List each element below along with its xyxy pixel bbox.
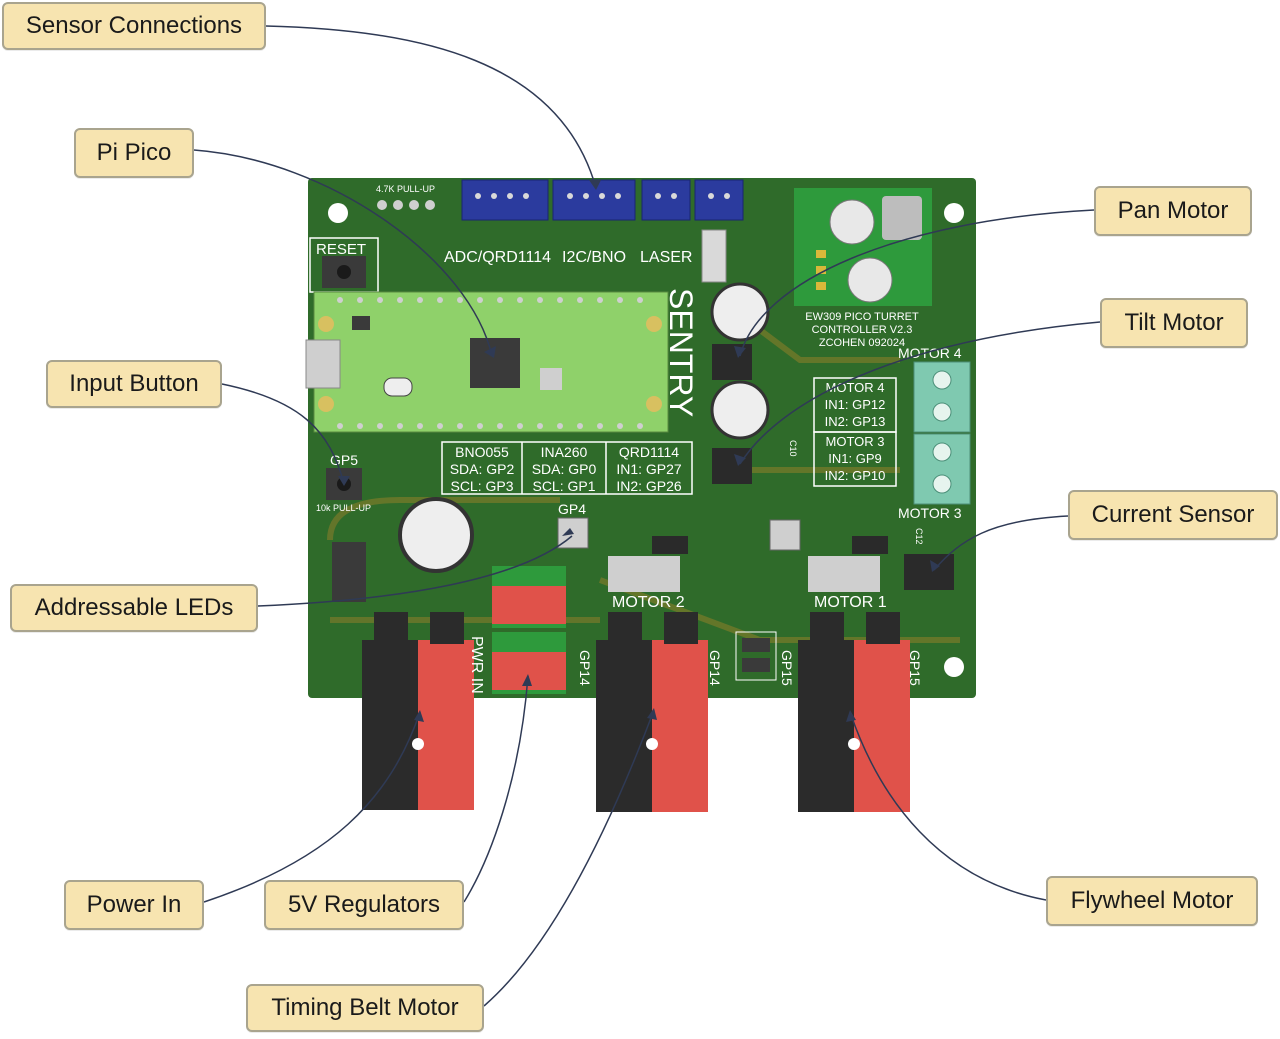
mount-hole [944, 203, 964, 223]
motor4-pins-3: IN2: GP13 [825, 414, 886, 429]
board-title-3: ZCOHEN 092024 [819, 337, 905, 349]
board-title-1: EW309 PICO TURRET [805, 311, 919, 323]
gp15-label-a: GP15 [779, 650, 795, 686]
capacitor [398, 497, 474, 573]
callout-input-button: Input Button [46, 360, 222, 408]
pico-pins-top [318, 316, 662, 412]
timing-belt-connector [596, 612, 708, 812]
capacitor [710, 282, 770, 342]
gp14-label-b: GP14 [707, 650, 723, 686]
callout-addressable-leds: Addressable LEDs [10, 584, 258, 632]
callout-power-in: Power In [64, 880, 204, 930]
leader-lines [193, 25, 1101, 1007]
i2c-header [552, 179, 636, 221]
ina-table-1: INA260 [541, 444, 588, 460]
mount-hole [328, 203, 348, 223]
motor3-pins-3: IN2: GP10 [825, 468, 886, 483]
qrd-table-1: QRD1114 [619, 444, 679, 460]
motor3-pins-1: MOTOR 3 [826, 434, 885, 449]
callout-sensor-connections: Sensor Connections [2, 2, 266, 50]
bno-table-1: BNO055 [455, 444, 509, 460]
power-connector [362, 612, 474, 810]
callout-pan-motor: Pan Motor [1094, 186, 1252, 236]
motor3-label: MOTOR 3 [898, 505, 962, 521]
motor4-pins-2: IN1: GP12 [825, 397, 886, 412]
laser-switch [701, 229, 727, 283]
sentry-label: SENTRY [663, 288, 699, 417]
usb-port [305, 339, 341, 389]
flywheel-connector [798, 612, 910, 812]
gp15-label-b: GP15 [907, 650, 923, 686]
gp5-label: GP5 [330, 452, 358, 468]
callout-flywheel-motor: Flywheel Motor [1046, 876, 1258, 926]
tilt-driver-chip [712, 448, 752, 484]
led-2 [769, 519, 801, 551]
laser-label: LASER [640, 249, 692, 266]
callout-timing-belt-motor: Timing Belt Motor [246, 984, 484, 1032]
pwr-in-label: PWR IN [468, 636, 485, 694]
laser-header [641, 179, 691, 221]
capacitor [710, 380, 770, 440]
motor1-label: MOTOR 1 [814, 594, 887, 611]
gp14-label-a: GP14 [577, 650, 593, 686]
ina-table-3: SCL: GP1 [532, 478, 595, 494]
ina-table-2: SDA: GP0 [532, 461, 597, 477]
qrd-table-3: IN2: GP26 [616, 478, 682, 494]
reset-label: RESET [316, 241, 366, 258]
mount-hole [944, 657, 964, 677]
pullup-header [377, 200, 435, 210]
bno-table-3: SCL: GP3 [450, 478, 513, 494]
motor3-pins-2: IN1: GP9 [828, 451, 881, 466]
qrd-table-2: IN1: GP27 [616, 461, 682, 477]
callout-current-sensor: Current Sensor [1068, 490, 1278, 540]
callout-tilt-motor: Tilt Motor [1100, 298, 1248, 348]
c10-label: C10 [788, 440, 798, 457]
bno-table-2: SDA: GP2 [450, 461, 515, 477]
callout-5v-regulators: 5V Regulators [264, 880, 464, 930]
pullup-47k-label: 4.7K PULL-UP [376, 184, 435, 194]
callout-pi-pico: Pi Pico [74, 128, 194, 178]
rp2040-chip [470, 338, 520, 388]
leader-arrowheads [338, 180, 940, 722]
current-sensor-chip [904, 554, 954, 590]
adc-header [461, 179, 549, 221]
c12-label: C12 [914, 528, 924, 545]
i2c-header-label: I2C/BNO [562, 249, 626, 266]
motor2-label: MOTOR 2 [612, 594, 685, 611]
adc-header-label: ADC/QRD1114 [444, 249, 551, 266]
gp4-label: GP4 [558, 501, 586, 517]
board-title-2: CONTROLLER V2.3 [812, 324, 913, 336]
pan-driver-chip [712, 344, 752, 380]
pullup-10k-label: 10k PULL-UP [316, 503, 371, 513]
aux-header [694, 179, 744, 221]
